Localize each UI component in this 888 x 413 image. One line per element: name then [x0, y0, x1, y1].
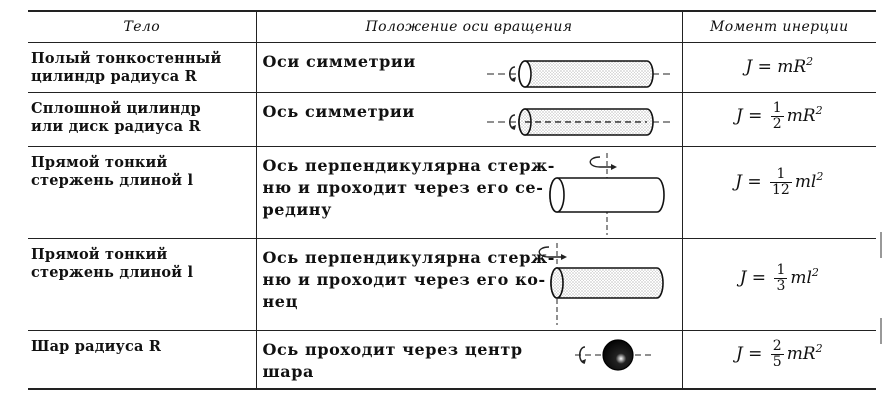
body-cell: Полый тонкостенный цилиндр радиуса R: [28, 43, 256, 93]
fraction-numerator: 1: [769, 167, 792, 183]
body-line: стержень длиной l: [31, 172, 194, 189]
body-line: Прямой тонкий: [31, 154, 168, 171]
table-row: Шар радиуса R Ось проходит через центр ш…: [28, 330, 876, 389]
axis-line: Ось проходит через центр: [262, 340, 523, 359]
sphere-figure: [574, 339, 655, 371]
formula-rest: mR: [786, 344, 816, 364]
header-moment: Момент инерции: [681, 11, 876, 43]
body-line: или диск радиуса R: [31, 118, 201, 135]
header-row: Тело Положение оси вращения Момент инерц…: [28, 11, 876, 43]
table-row: Полый тонкостенный цилиндр радиуса R Оси…: [28, 42, 876, 93]
formula-prefix: J =: [735, 172, 767, 192]
fraction-denominator: 3: [776, 278, 786, 294]
axis-line: шара: [262, 362, 315, 381]
rod-middle-axis-figure: [548, 153, 665, 235]
axis-line: редину: [262, 200, 332, 219]
axis-line: нец: [262, 292, 299, 311]
table-row: Прямой тонкий стержень длиной l Ось перп…: [28, 238, 876, 331]
body-line: цилиндр радиуса R: [31, 68, 197, 85]
axis-cell: Ось перпендикулярна стерж- ню и проходит…: [255, 238, 682, 331]
body-line: стержень длиной l: [31, 264, 194, 281]
formula-power: 2: [815, 342, 823, 355]
fraction-denominator: 5: [772, 354, 782, 370]
axis-line: Ось симметрии: [262, 102, 415, 121]
scan-margin-mark: [880, 318, 882, 344]
scan-margin-mark: [880, 232, 882, 258]
formula-power: 2: [815, 104, 823, 117]
body-line: Полый тонкостенный: [31, 50, 222, 67]
fraction-denominator: 2: [772, 116, 782, 132]
axis-line: Оси симметрии: [262, 52, 416, 71]
header-body: Тело: [123, 19, 161, 35]
axis-cell: Ось перпендикулярна стерж- ню и проходит…: [255, 146, 682, 239]
axis-cell: Оси симметрии: [255, 42, 682, 93]
formula-prefix: J =: [735, 344, 768, 364]
fraction-numerator: 2: [770, 338, 784, 355]
body-cell: Прямой тонкий стержень длиной l: [28, 239, 256, 331]
body-cell: Прямой тонкий стержень длиной l: [28, 147, 256, 239]
body-line: Сплошной цилиндр: [31, 100, 201, 117]
formula-power: 2: [806, 55, 814, 68]
axis-cell: Ось проходит через центр шара: [255, 330, 682, 389]
axis-line: ню и проходит через его ко-: [262, 270, 546, 289]
formula-rest: ml: [794, 172, 817, 192]
hollow-cylinder-figure: [486, 60, 671, 88]
body-cell: Сплошной цилиндр или диск радиуса R: [28, 93, 256, 147]
axis-line: Ось перпендикулярна стерж-: [262, 156, 555, 175]
axis-cell: Ось симметрии: [255, 92, 682, 147]
formula-prefix: J =: [739, 268, 772, 288]
moments-of-inertia-table: Тело Положение оси вращения Момент инерц…: [28, 10, 876, 390]
rod-end-axis-figure: [538, 243, 664, 325]
formula-power: 2: [811, 266, 819, 279]
formula-prefix: J =: [735, 106, 768, 126]
fraction-denominator: 12: [771, 182, 790, 198]
axis-line: Ось перпендикулярна стерж-: [262, 248, 555, 267]
solid-cylinder-figure: [486, 108, 671, 136]
table-row: Прямой тонкий стержень длиной l Ось перп…: [28, 146, 876, 239]
formula-rest: mR: [786, 106, 816, 126]
moment-cell: J = mR2: [681, 42, 876, 93]
formula-prefix: J =: [745, 57, 778, 77]
formula-rest: mR: [777, 57, 807, 77]
fraction-numerator: 1: [770, 100, 784, 117]
formula-power: 2: [816, 170, 824, 183]
table-row: Сплошной цилиндр или диск радиуса R Ось …: [28, 92, 876, 147]
fraction-numerator: 1: [774, 262, 788, 279]
body-line: Шар радиуса R: [31, 338, 162, 355]
formula-rest: ml: [790, 268, 812, 288]
axis-line: ню и проходит через его се-: [262, 178, 544, 197]
header-axis-position: Положение оси вращения: [255, 11, 682, 43]
body-line: Прямой тонкий: [31, 246, 168, 263]
body-cell: Шар радиуса R: [28, 331, 256, 389]
